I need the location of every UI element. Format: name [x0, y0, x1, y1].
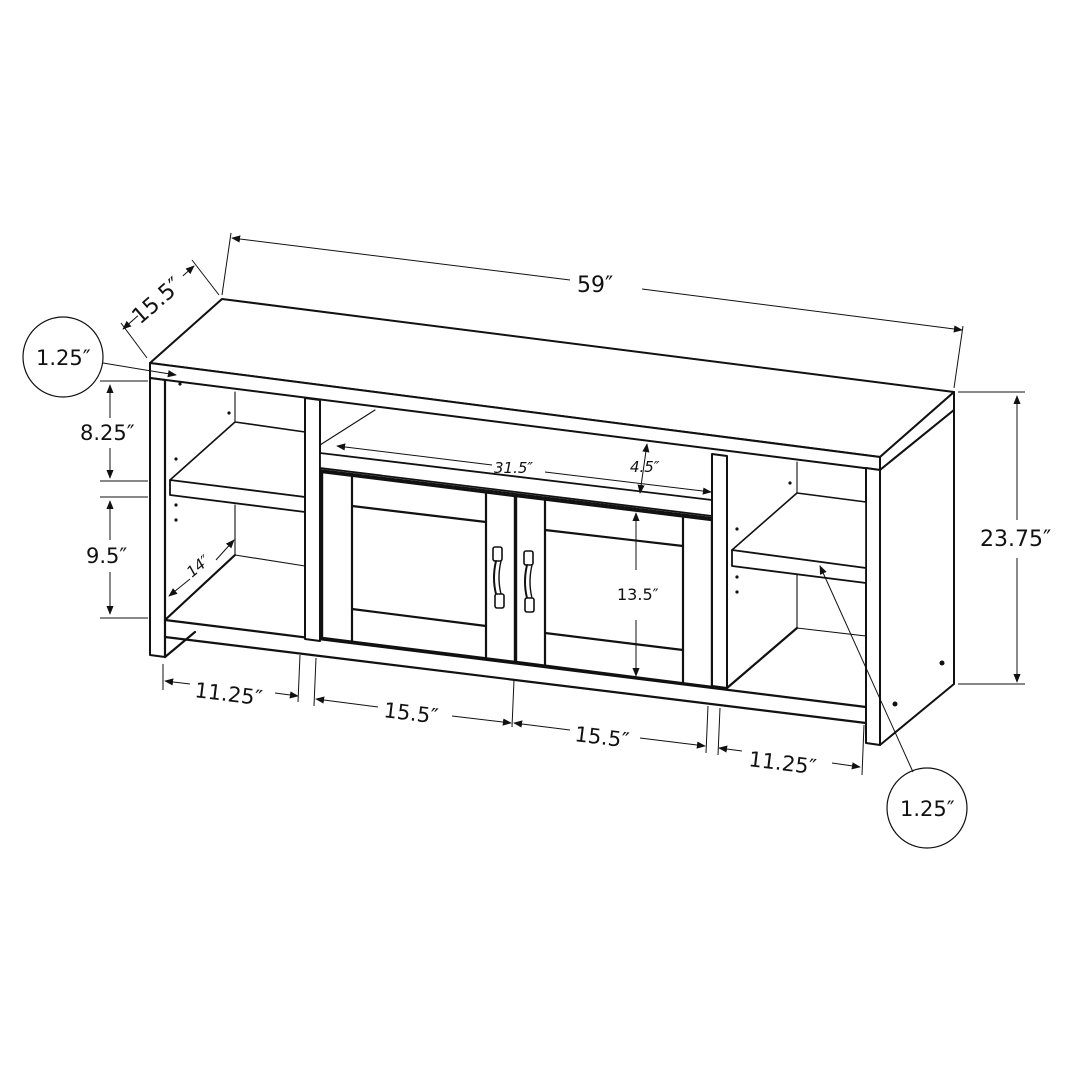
top-thickness-label: 1.25″ — [36, 346, 91, 370]
lower-shelf-height-label: 9.5″ — [86, 544, 127, 568]
bottom-right-compartment-label: 11.25″ — [747, 747, 818, 779]
right-divider — [711, 453, 728, 689]
width-label: 59″ — [577, 273, 613, 298]
height-label: 23.75″ — [980, 527, 1051, 552]
bottom-left-compartment-label: 11.25″ — [193, 678, 264, 710]
door-handle-right — [523, 550, 535, 613]
open-shelf-width-label: 31.5″ — [494, 459, 533, 477]
shelf-depth-label: 14″ — [183, 551, 214, 581]
top-thickness-callout — [22, 316, 104, 398]
bottom-right-door-label: 15.5″ — [573, 722, 630, 752]
door-handle-left — [492, 546, 505, 609]
right-front-post — [865, 467, 881, 746]
tv-stand-drawing — [149, 298, 955, 746]
upper-shelf-height-label: 8.25″ — [80, 421, 135, 445]
door-height-label: 13.5″ — [617, 585, 659, 604]
left-divider — [304, 397, 321, 642]
side-thickness-callout — [886, 767, 968, 849]
left-front-post — [149, 377, 166, 658]
open-shelf-height-label: 4.5″ — [630, 458, 660, 476]
side-thickness-label: 1.25″ — [900, 797, 955, 821]
bottom-left-door-label: 15.5″ — [382, 698, 439, 728]
right-side-panel — [879, 409, 955, 746]
